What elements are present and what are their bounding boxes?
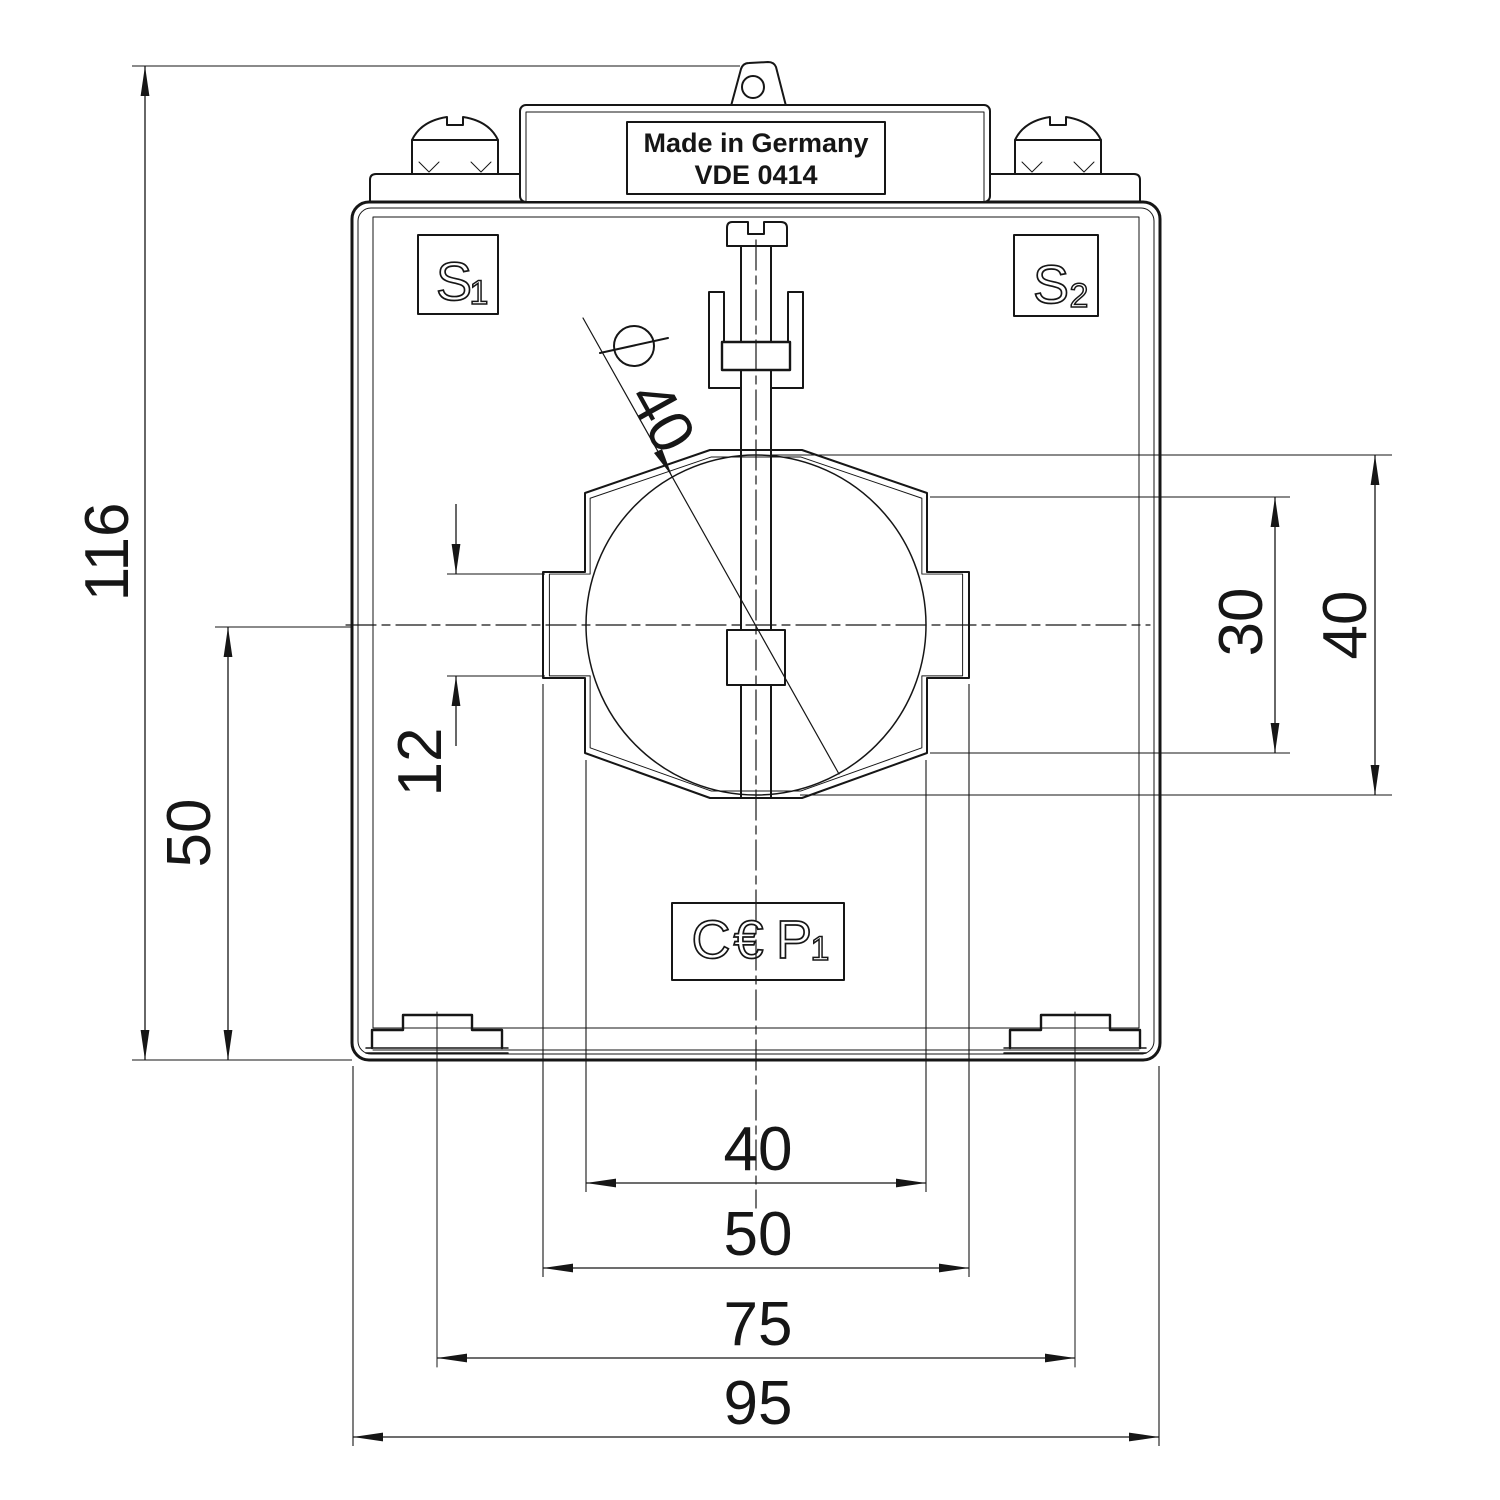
leader-arrow — [654, 449, 672, 476]
nameplate-frame — [626, 121, 886, 195]
ce-p1-label: C€ P 1 — [671, 902, 845, 981]
nameplate-line2: VDE 0414 — [694, 160, 817, 190]
s2-letter: S — [1033, 255, 1069, 315]
dim-overall-width: 95 — [724, 1369, 793, 1438]
p1-letter: P — [776, 910, 812, 970]
dim-aperture-width: 40 — [724, 1115, 793, 1184]
foot-centerlines — [436, 1011, 1076, 1368]
ce-mark: C€ — [691, 910, 766, 970]
nameplate-line1: Made in Germany — [643, 128, 868, 158]
terminal-label-s2: S 2 — [1013, 234, 1099, 317]
dim-aperture-diameter: 40 — [615, 370, 709, 464]
extension-lines — [132, 65, 1392, 1446]
nameplate-block: Made in Germany VDE 0414 — [519, 104, 991, 203]
terminal-screw-left — [411, 116, 499, 175]
clamp-screw-head — [726, 221, 788, 247]
dim-notch-height: 12 — [386, 728, 455, 797]
dim-foot-spacing: 75 — [724, 1290, 793, 1359]
clamp-arms — [708, 291, 804, 389]
mounting-tab — [730, 61, 787, 107]
terminal-label-s1: S 1 — [417, 234, 499, 315]
tab-hole — [741, 75, 765, 99]
dim-busbar-circle-height: 40 — [1311, 591, 1380, 660]
s1-sub: 1 — [470, 274, 489, 312]
diameter-symbol — [613, 325, 655, 367]
terminal-screw-right — [1014, 116, 1102, 175]
diameter-leader: 40 — [582, 317, 840, 775]
dim-overall-height: 116 — [73, 503, 142, 602]
s1-letter: S — [436, 252, 472, 312]
dim-center-height: 50 — [155, 799, 224, 868]
clamp-shaft — [740, 245, 772, 799]
dim-side-opening-height: 30 — [1207, 588, 1276, 657]
centerlines — [345, 239, 1151, 1368]
s2-sub: 2 — [1070, 277, 1089, 315]
dimension-texts: 116 50 12 30 40 40 50 75 95 — [73, 503, 1380, 1438]
dimension-lines — [140, 66, 1380, 1442]
dim-notch-width: 50 — [724, 1200, 793, 1269]
p1-sub: 1 — [811, 930, 830, 968]
busbar-aperture — [542, 449, 970, 799]
